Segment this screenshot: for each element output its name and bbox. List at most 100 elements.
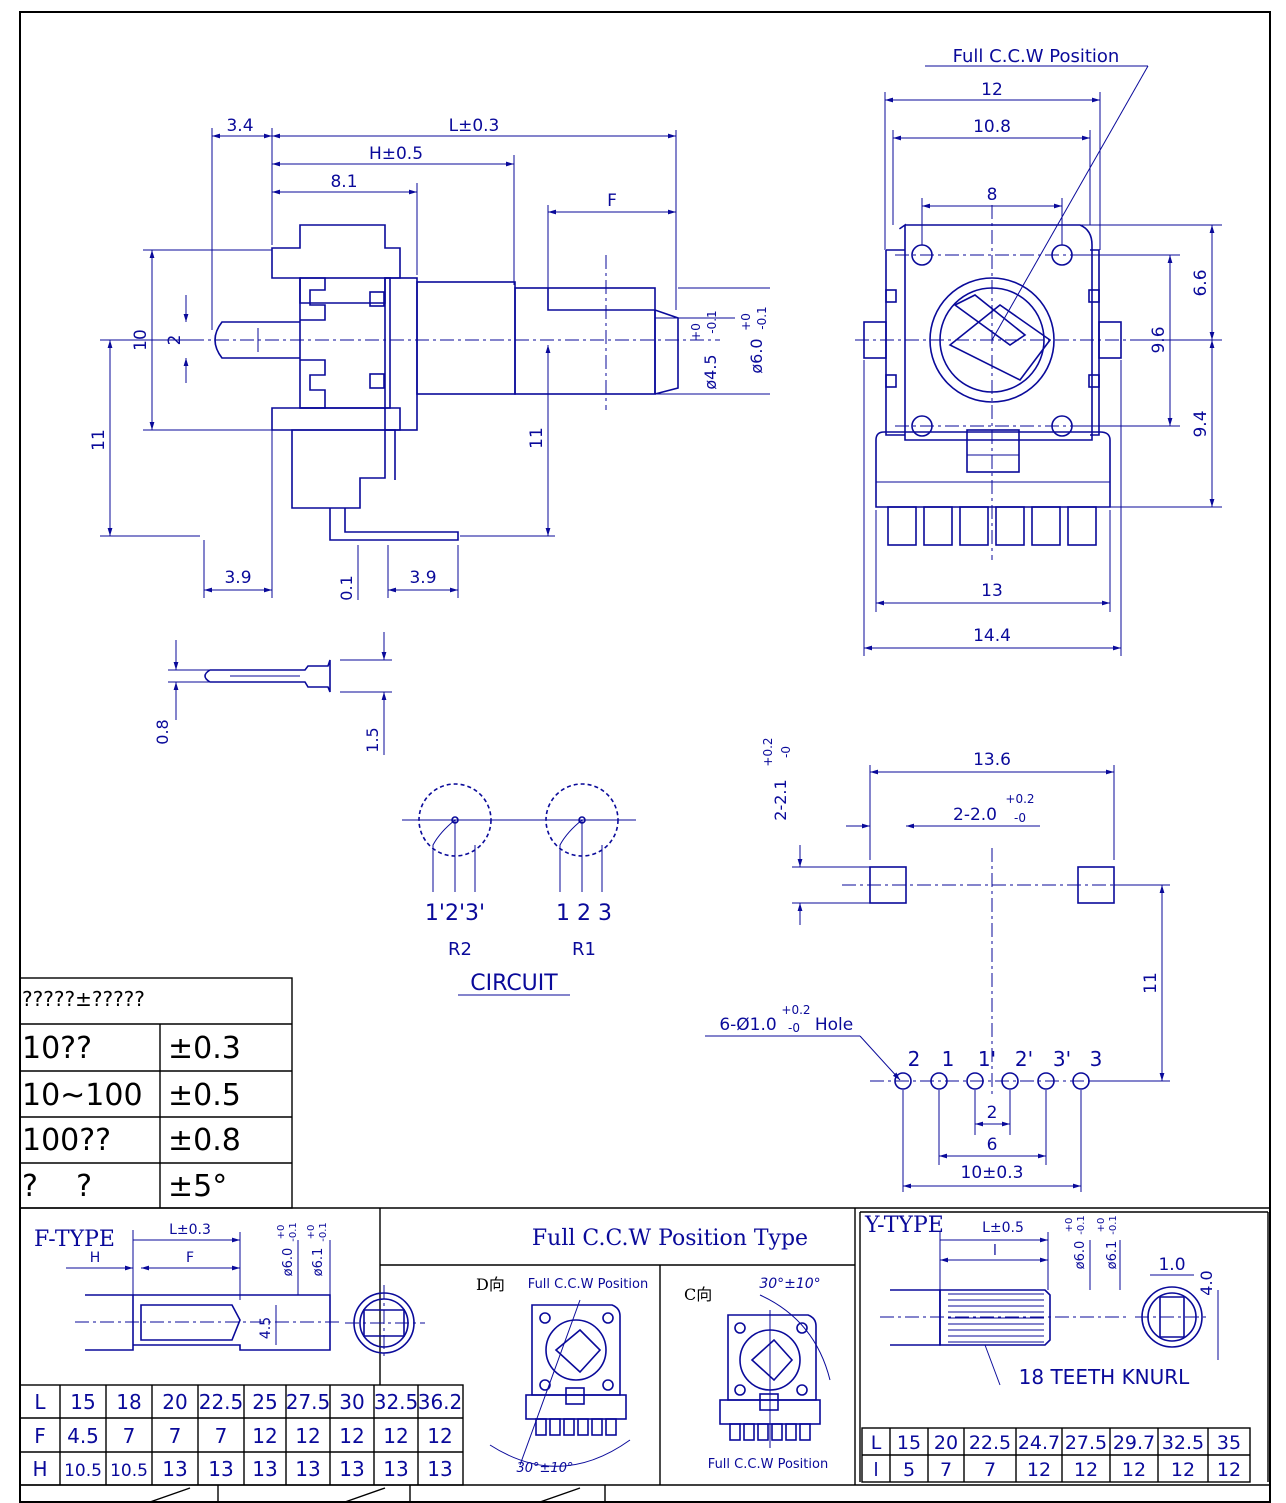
- dim-9-6: 9.6: [1149, 326, 1169, 353]
- side-view: Full C.C.W Position: [855, 46, 1222, 656]
- dim-14-4: 14.4: [973, 626, 1011, 646]
- y-type-dia-6-1-tol: +0: [1096, 1218, 1107, 1233]
- f-table-cell: H: [32, 1457, 47, 1481]
- dim-9-4: 9.4: [1191, 410, 1211, 437]
- dim-L: L±0.3: [449, 116, 500, 136]
- dim-1-5: 1.5: [363, 727, 382, 752]
- f-table-cell: 4.5: [67, 1424, 99, 1448]
- f-type-F: F: [186, 1250, 194, 1266]
- f-table-cell: 15: [70, 1390, 95, 1414]
- dim-dia-4-5-tol: +0: [689, 323, 703, 341]
- tolerance-value: ±0.5: [168, 1078, 241, 1113]
- f-type-dim-4-5: 4.5: [258, 1317, 274, 1339]
- dim-12: 12: [981, 80, 1003, 100]
- dim-6-6: 6.6: [1191, 269, 1211, 296]
- hole-label: 6-Ø1.0: [719, 1015, 776, 1035]
- y-type-title: Y-TYPE: [864, 1213, 944, 1238]
- pcb-pin-label: 2: [908, 1047, 921, 1071]
- f-table-cell: 10.5: [64, 1461, 102, 1481]
- f-table-cell: 13: [295, 1457, 320, 1481]
- y-table-cell: 29.7: [1113, 1432, 1155, 1454]
- ccw-d-pins: [535, 1418, 617, 1436]
- dim-11-mid: 11: [527, 427, 547, 449]
- y-type-L: L±0.5: [982, 1220, 1024, 1236]
- pcb-dim-2-2-1-tolb: -0: [779, 746, 793, 758]
- dim-3-9-right: 3.9: [409, 568, 436, 588]
- y-table-cell: 35: [1217, 1432, 1241, 1454]
- circuit-r2-label: R2: [448, 939, 472, 960]
- circuit-r1-label: R1: [572, 939, 596, 960]
- circuit-title: CIRCUIT: [470, 971, 558, 996]
- y-table-cell: 12: [1074, 1459, 1098, 1481]
- hole-tolb: -0: [788, 1021, 800, 1035]
- dim-3-4: 3.4: [226, 116, 253, 136]
- f-type-dia-6-0: ø6.0: [281, 1248, 296, 1277]
- y-table-cell: L: [871, 1432, 882, 1454]
- hole-tol: +0.2: [781, 1003, 810, 1017]
- tolerance-value: ±5°: [168, 1169, 227, 1204]
- dim-8: 8: [987, 185, 998, 205]
- pcb-dim-2-2-0: 2-2.0: [953, 805, 997, 825]
- y-table-cell: 5: [903, 1459, 915, 1481]
- pcb-dim-13-6: 13.6: [973, 750, 1011, 770]
- pin-detail: 0.8 1.5: [153, 632, 392, 755]
- pcb-dim-2-2-0-tolb: -0: [1014, 811, 1026, 825]
- f-table-cell: 12: [252, 1424, 277, 1448]
- ccw-panel: Full C.C.W Position Type D向 Full C.C.W P…: [476, 1226, 831, 1485]
- y-table-cell: 24.7: [1018, 1432, 1060, 1454]
- y-type-dim-1-0: 1.0: [1158, 1255, 1185, 1275]
- dim-H: H±0.5: [369, 144, 423, 164]
- pcb-dim-2-2-1: 2-2.1: [771, 779, 790, 820]
- f-table-cell: 12: [383, 1424, 408, 1448]
- pcb-pin-label: 1: [942, 1047, 955, 1071]
- dim-dia-4-5: ø4.5: [701, 354, 720, 389]
- tolerance-range: 10??: [22, 1031, 92, 1066]
- f-table-cell: 25: [252, 1390, 277, 1414]
- y-type-knurl: 18 TEETH KNURL: [1019, 1365, 1191, 1389]
- pcb-pin-label: 3': [1053, 1047, 1071, 1071]
- tolerance-value: ±0.3: [168, 1031, 241, 1066]
- dim-0-8: 0.8: [153, 719, 172, 744]
- y-table-cell: 7: [984, 1459, 996, 1481]
- f-table-cell: F: [34, 1424, 46, 1448]
- y-table-cell: 12: [1122, 1459, 1146, 1481]
- y-type-panel: Y-TYPE L±0.5 l ø6.0 +0 -0.1 ø6.1 +0 -0.1: [859, 1211, 1269, 1482]
- f-table-cell: 27.5: [286, 1390, 331, 1414]
- circuit-r1-pins: 1 2 3: [556, 901, 612, 926]
- ccw-d-label: D向: [476, 1275, 505, 1294]
- pcb-dim-10: 10±0.3: [961, 1163, 1024, 1183]
- f-table-cell: 13: [208, 1457, 233, 1481]
- tolerance-table: ?????±????? 10?? ±0.3 10~100 ±0.5 100?? …: [19, 977, 293, 1209]
- pcb-pin-label: 3: [1090, 1047, 1103, 1071]
- dim-dia-4-5-tolb: -0.1: [705, 310, 719, 333]
- circuit-diagram: 1'2'3' R2 1 2 3 R1 CIRCUIT: [402, 783, 636, 996]
- pcb-pin-labels: 2 1 1' 2' 3' 3: [908, 1047, 1103, 1071]
- y-table-cell: 22.5: [969, 1432, 1011, 1454]
- y-type-dia-6-0-tol: +0: [1064, 1218, 1075, 1233]
- dim-dia-6-0: ø6.0: [747, 338, 766, 373]
- ccw-c-label: C向: [684, 1285, 712, 1304]
- f-type-L: L±0.3: [169, 1222, 211, 1238]
- hole-word: Hole: [815, 1015, 853, 1035]
- y-table-cell: 15: [897, 1432, 921, 1454]
- y-table-cell: 32.5: [1162, 1432, 1204, 1454]
- f-table-cell: 22.5: [199, 1390, 244, 1414]
- y-type-dim-4-0: 4.0: [1197, 1270, 1216, 1295]
- y-table-cell: 12: [1171, 1459, 1195, 1481]
- y-table-cell: l: [873, 1459, 878, 1481]
- f-table-cell: 13: [427, 1457, 452, 1481]
- ccw-d-angle: 30°±10°: [517, 1461, 574, 1476]
- f-type-dia-6-0-tol: +0: [276, 1225, 287, 1240]
- f-type-panel: F-TYPE L±0.3 H F ø6.0 +0 -0.1 ø6.1 +0 -0…: [34, 1222, 425, 1360]
- side-pins: [887, 506, 1097, 546]
- y-type-dia-6-0: ø6.0: [1073, 1241, 1088, 1270]
- dim-13: 13: [981, 581, 1003, 601]
- f-table-cell: 12: [295, 1424, 320, 1448]
- y-type-dia-6-1: ø6.1: [1105, 1241, 1120, 1270]
- f-type-dia-6-1-tol: +0: [306, 1225, 317, 1240]
- f-table-cell: 13: [383, 1457, 408, 1481]
- tolerance-header: ?????±?????: [22, 987, 145, 1011]
- pcb-dim-2: 2: [987, 1103, 998, 1123]
- pcb-holes: [894, 1072, 1090, 1090]
- f-type-table: L 15 18 20 22.5 25 27.5 30 32.5 36.2 F 4…: [19, 1384, 464, 1486]
